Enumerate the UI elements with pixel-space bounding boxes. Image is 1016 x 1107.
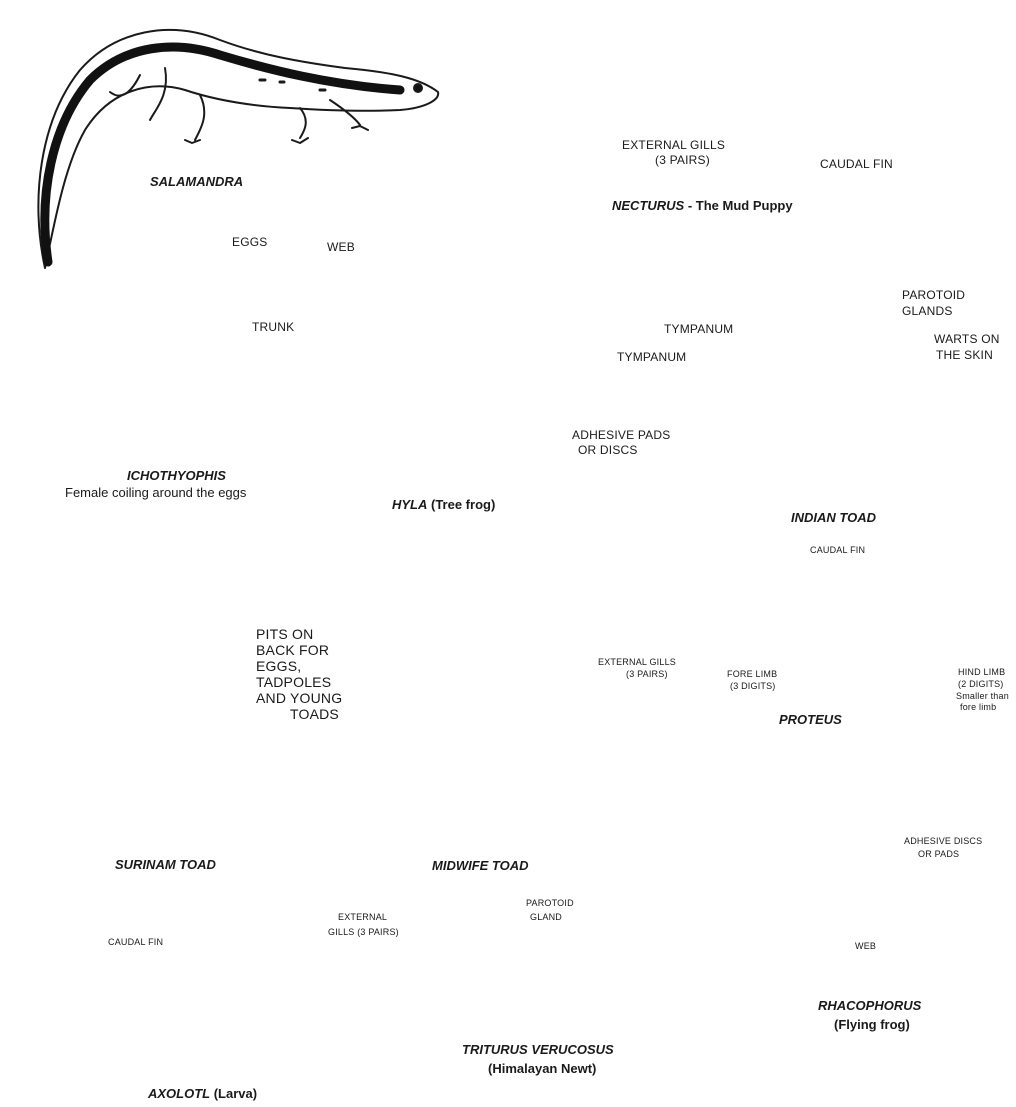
rhacophorus-discs-label-2: OR PADS	[918, 849, 959, 860]
surinam-toad-label-4: TADPOLES	[256, 674, 331, 690]
hyla-tympanum-label: TYMPANUM	[617, 350, 686, 365]
axolotl-caption: AXOLOTL (Larva)	[148, 1086, 257, 1101]
proteus-name: PROTEUS	[779, 712, 842, 727]
proteus-fore-limb-label-2: (3 DIGITS)	[730, 681, 776, 692]
axolotl-stage: (Larva)	[210, 1086, 257, 1101]
axolotl-fin-label: CAUDAL FIN	[108, 937, 163, 948]
indian-toad-tympanum-label: TYMPANUM	[664, 322, 733, 337]
indian-toad-warts-label-1: WARTS ON	[934, 332, 1000, 347]
surinam-toad-label-3: EGGS,	[256, 658, 301, 674]
surinam-toad-label-6: TOADS	[290, 706, 339, 722]
salamandra-caption: SALAMANDRA	[150, 174, 243, 189]
triturus-subtitle: (Himalayan Newt)	[488, 1061, 596, 1076]
proteus-hind-limb-label-3: Smaller than	[956, 691, 1009, 702]
indian-toad-parotoid-label-1: PAROTOID	[902, 288, 965, 303]
rhacophorus-web-label: WEB	[855, 941, 876, 952]
salamandra-name: SALAMANDRA	[150, 174, 243, 189]
indian-toad-parotoid-label-2: GLANDS	[902, 304, 953, 319]
axolotl-gills-label-1: EXTERNAL	[338, 912, 387, 923]
triturus-parotoid-label-2: GLAND	[530, 912, 562, 923]
hyla-pads-label-1: ADHESIVE PADS	[572, 428, 670, 443]
triturus-parotoid-label-1: PAROTOID	[526, 898, 574, 909]
surinam-toad-caption: SURINAM TOAD	[115, 857, 216, 872]
proteus-fore-limb-label-1: FORE LIMB	[727, 669, 777, 680]
proteus-caption: PROTEUS	[779, 712, 842, 727]
necturus-name: NECTURUS	[612, 198, 684, 213]
proteus-fin-label: CAUDAL FIN	[810, 545, 865, 556]
surinam-toad-name: SURINAM TOAD	[115, 857, 216, 872]
rhacophorus-discs-label-1: ADHESIVE DISCS	[904, 836, 982, 847]
necturus-common-name: - The Mud Puppy	[684, 198, 792, 213]
ichthyophis-subtitle: Female coiling around the eggs	[65, 485, 246, 500]
ichthyophis-eggs-label: EGGS	[232, 235, 267, 250]
proteus-hind-limb-label-4: fore limb	[960, 702, 996, 713]
surinam-toad-label-1: PITS ON	[256, 626, 313, 642]
midwife-toad-caption: MIDWIFE TOAD	[432, 858, 529, 873]
hyla-pads-label-2: OR DISCS	[578, 443, 638, 458]
indian-toad-name: INDIAN TOAD	[791, 510, 876, 525]
hyla-common-name: (Tree frog)	[427, 497, 495, 512]
hyla-caption: HYLA (Tree frog)	[392, 497, 495, 512]
axolotl-gills-label-2: GILLS (3 PAIRS)	[328, 927, 399, 938]
proteus-gills-label-2: (3 PAIRS)	[626, 669, 668, 680]
hyla-name: HYLA	[392, 497, 427, 512]
necturus-gills-label-2: (3 PAIRS)	[655, 153, 710, 168]
ichthyophis-name: ICHOTHYOPHIS	[127, 468, 226, 483]
necturus-caption: NECTURUS - The Mud Puppy	[612, 198, 793, 213]
axolotl-name: AXOLOTL	[148, 1086, 210, 1101]
rhacophorus-caption: RHACOPHORUS	[818, 998, 921, 1013]
hyla-web-label: WEB	[327, 240, 355, 255]
rhacophorus-subtitle: (Flying frog)	[834, 1017, 910, 1032]
proteus-gills-label-1: EXTERNAL GILLS	[598, 657, 676, 668]
proteus-hind-limb-label-1: HIND LIMB	[958, 667, 1005, 678]
indian-toad-warts-label-2: THE SKIN	[936, 348, 993, 363]
surinam-toad-label-5: AND YOUNG	[256, 690, 342, 706]
necturus-gills-label-1: EXTERNAL GILLS	[622, 138, 725, 153]
triturus-caption: TRITURUS VERUCOSUS	[462, 1042, 614, 1057]
midwife-toad-name: MIDWIFE TOAD	[432, 858, 529, 873]
salamandra-drawing	[38, 30, 438, 268]
ichthyophis-trunk-label: TRUNK	[252, 320, 294, 335]
ichthyophis-caption: ICHOTHYOPHIS	[127, 468, 226, 483]
indian-toad-caption: INDIAN TOAD	[791, 510, 876, 525]
necturus-fin-label: CAUDAL FIN	[820, 157, 893, 172]
rhacophorus-name: RHACOPHORUS	[818, 998, 921, 1013]
proteus-hind-limb-label-2: (2 DIGITS)	[958, 679, 1004, 690]
surinam-toad-label-2: BACK FOR	[256, 642, 329, 658]
triturus-name: TRITURUS VERUCOSUS	[462, 1042, 614, 1057]
